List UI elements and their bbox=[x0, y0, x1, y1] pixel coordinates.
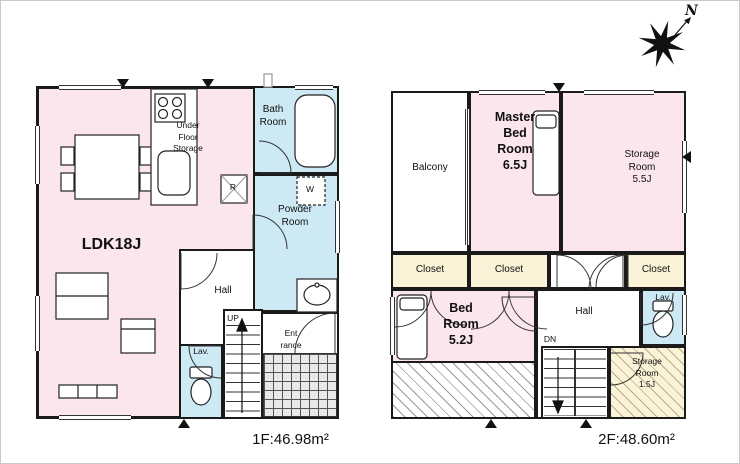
marker-triangle bbox=[485, 419, 497, 428]
under-floor-storage-label: Under Floor Storage bbox=[173, 120, 203, 153]
refrigerator-label: R bbox=[229, 182, 237, 192]
dn-label: DN bbox=[543, 334, 557, 344]
floor1-powder-room bbox=[253, 174, 339, 312]
washer-label: W bbox=[305, 184, 315, 194]
closet-label: Closet bbox=[415, 264, 445, 275]
roof-hatch-area bbox=[393, 361, 534, 417]
ldk-label: LDK18J bbox=[81, 236, 142, 253]
window bbox=[295, 85, 333, 90]
entrance-tile-floor bbox=[263, 353, 337, 417]
compass-rose bbox=[638, 17, 691, 68]
up-label: UP bbox=[227, 313, 239, 323]
stair-divider bbox=[574, 349, 576, 416]
window bbox=[59, 415, 131, 420]
window bbox=[35, 126, 40, 184]
balcony-sliding-window bbox=[465, 109, 470, 245]
window bbox=[479, 90, 545, 95]
window bbox=[335, 201, 340, 253]
compass-star bbox=[638, 20, 686, 68]
window bbox=[584, 90, 654, 95]
marker-triangle bbox=[580, 419, 592, 428]
floor1-staircase bbox=[223, 309, 263, 419]
floor2-hall-upper bbox=[549, 253, 626, 289]
bedroom-label: Bed Room 5.2J bbox=[443, 301, 479, 347]
window bbox=[59, 85, 121, 90]
marker-triangle bbox=[178, 419, 190, 428]
entrance-label: Ent rance bbox=[280, 328, 302, 350]
compass-arrow bbox=[674, 20, 688, 36]
storage-room-large-label: Storage Room 5.5J bbox=[624, 149, 660, 185]
window bbox=[682, 141, 687, 213]
powder-room-label: Powder Room bbox=[278, 204, 312, 228]
lavatory-label: Lav. bbox=[193, 346, 209, 356]
floor2-closet-2 bbox=[469, 253, 549, 289]
hall-label: Hall bbox=[214, 285, 232, 296]
closet-label: Closet bbox=[494, 264, 524, 275]
floor2-area-label: 2F:48.60m² bbox=[598, 431, 675, 448]
floor2-staircase bbox=[541, 346, 609, 419]
lavatory-label: Lav. bbox=[655, 292, 671, 302]
window bbox=[682, 295, 687, 335]
bath-room-label: Bath Room bbox=[259, 104, 287, 128]
floor1-bath-room bbox=[253, 86, 339, 174]
storage-room-small-label: Storage Room 1.5J bbox=[632, 356, 662, 389]
window bbox=[390, 297, 395, 355]
closet-label: Closet bbox=[641, 264, 671, 275]
master-bedroom-label: Master Bed Room 6.5J bbox=[494, 110, 536, 172]
hall-label: Hall bbox=[575, 306, 593, 317]
floor1-area-label: 1F:46.98m² bbox=[252, 431, 329, 448]
window bbox=[35, 296, 40, 351]
stair-treads bbox=[226, 325, 260, 416]
floor2-closet-1 bbox=[391, 253, 469, 289]
balcony-label: Balcony bbox=[412, 162, 448, 173]
compass-north-label: N bbox=[685, 3, 698, 19]
